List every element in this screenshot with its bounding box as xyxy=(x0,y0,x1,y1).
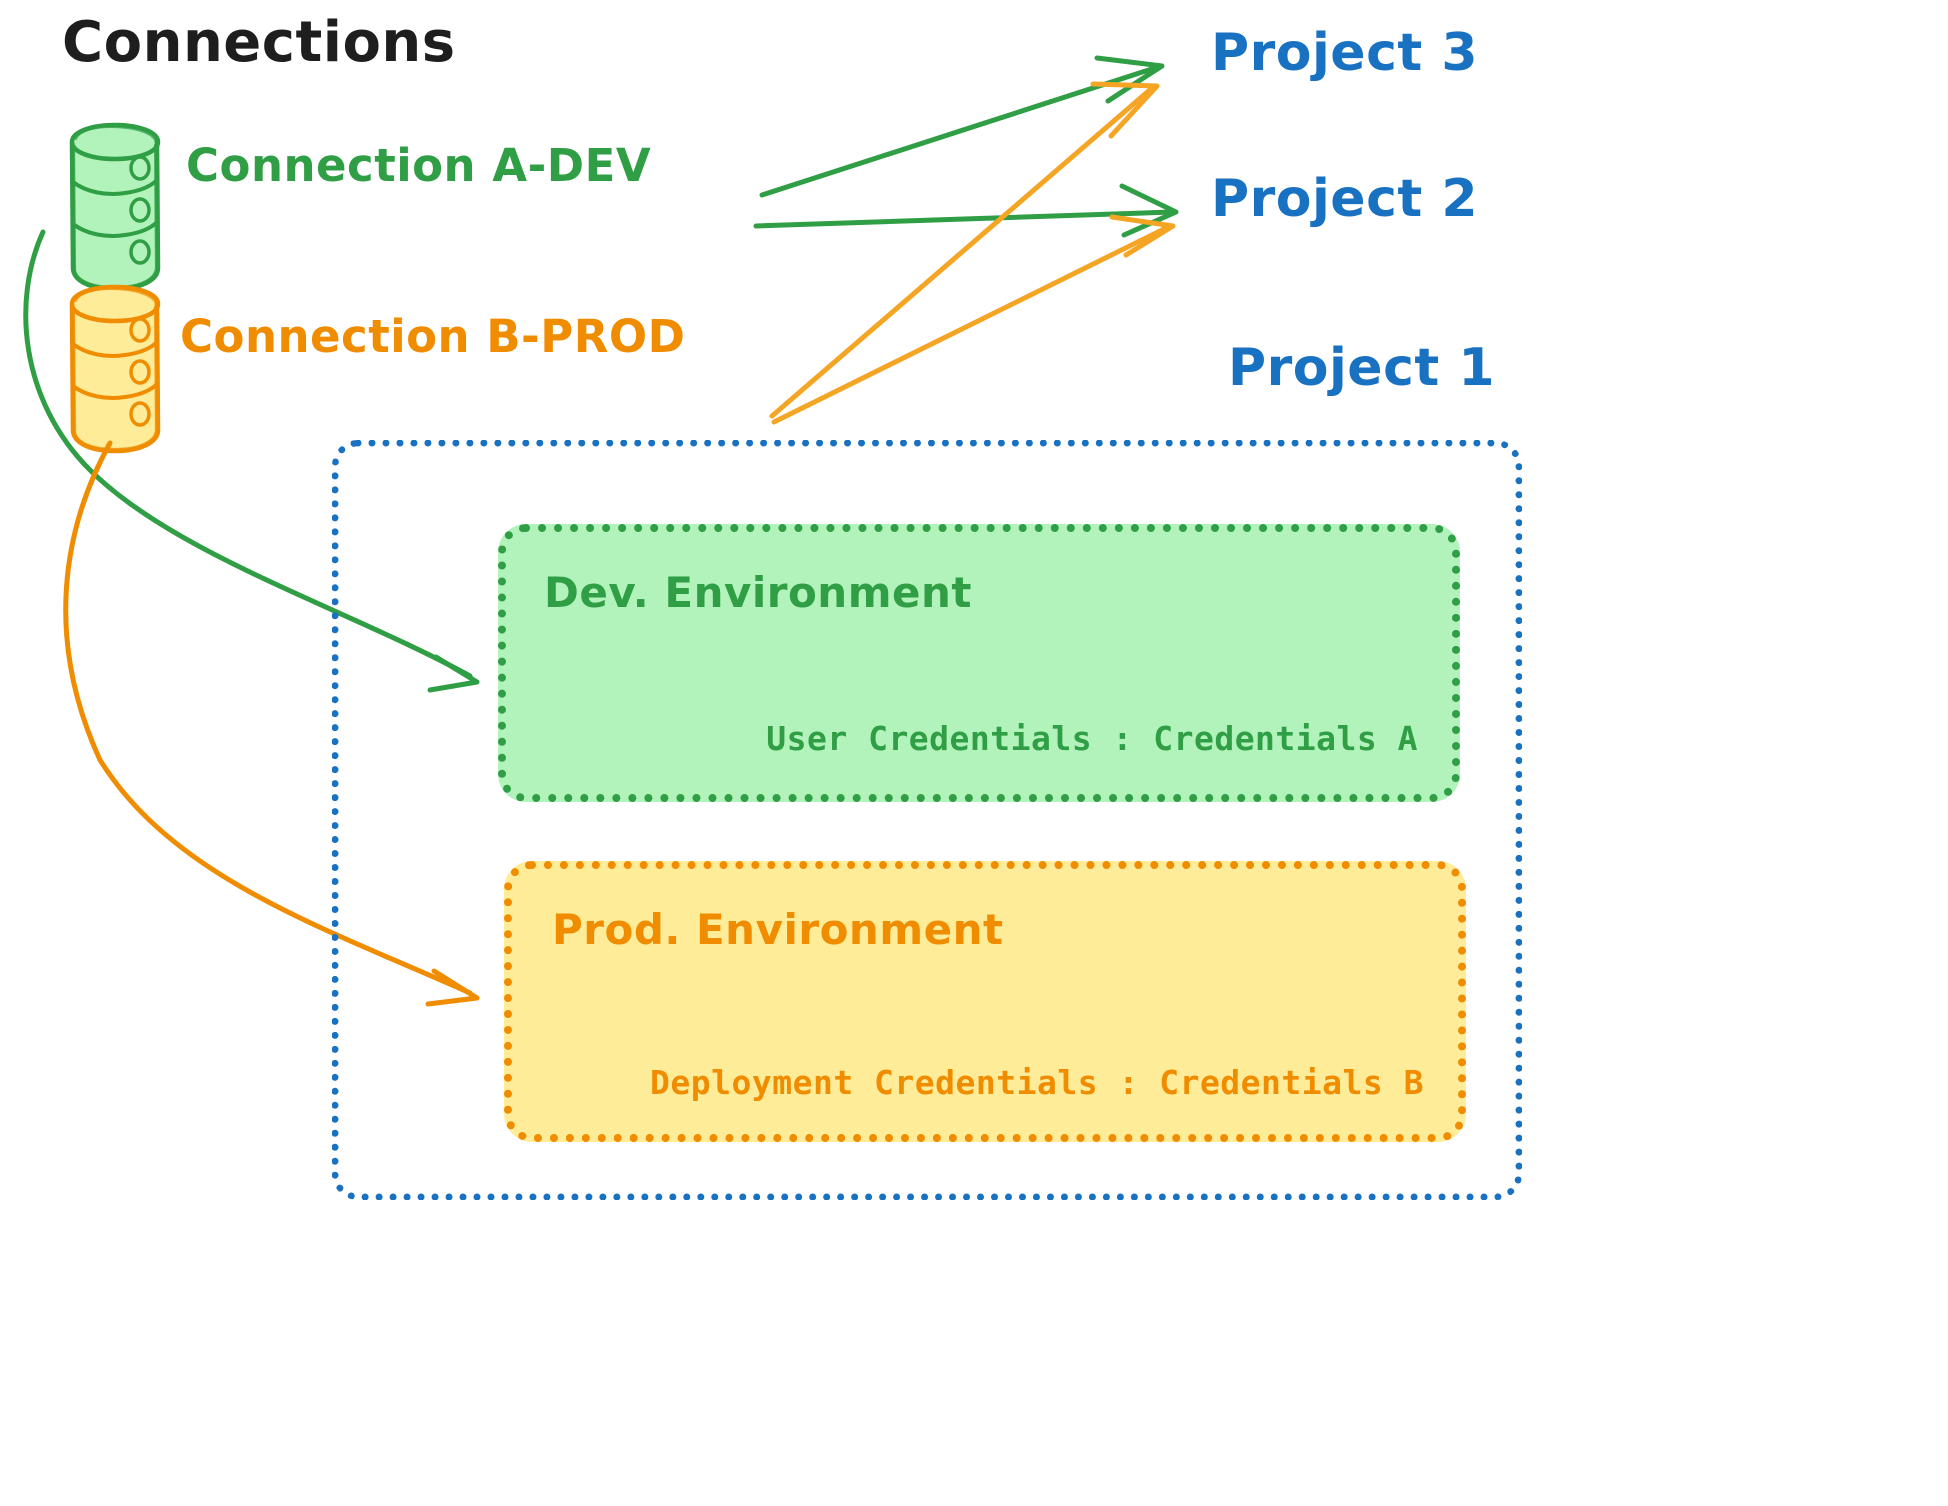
prod-environment-credentials: Deployment Credentials : Credentials B xyxy=(650,1063,1424,1102)
arrow-conn-a-to-project-2 xyxy=(753,183,1179,238)
project-1-label[interactable]: Project 1 xyxy=(1228,338,1496,398)
arrow-conn-a-to-project-3 xyxy=(759,55,1165,198)
dev-environment-credentials: User Credentials : Credentials A xyxy=(766,719,1418,758)
connection-a-dev-label[interactable]: Connection A-DEV xyxy=(186,139,652,192)
dev-environment-title: Dev. Environment xyxy=(544,568,972,617)
project-3-label[interactable]: Project 3 xyxy=(1211,23,1479,83)
connection-b-prod-label[interactable]: Connection B-PROD xyxy=(180,310,686,363)
arrow-conn-b-to-project-3 xyxy=(769,81,1160,419)
project-2-label[interactable]: Project 2 xyxy=(1211,169,1479,229)
page-title: Connections xyxy=(62,10,456,75)
database-icon-connection-b-prod xyxy=(69,284,161,454)
project-1-container xyxy=(332,440,1522,1200)
dev-environment-box[interactable]: Dev. Environment User Credentials : Cred… xyxy=(498,524,1460,802)
prod-environment-box[interactable]: Prod. Environment Deployment Credentials… xyxy=(504,861,1466,1142)
arrow-conn-b-to-project-2 xyxy=(771,214,1176,425)
prod-environment-title: Prod. Environment xyxy=(552,905,1004,954)
database-icon-connection-a-dev xyxy=(69,122,161,292)
